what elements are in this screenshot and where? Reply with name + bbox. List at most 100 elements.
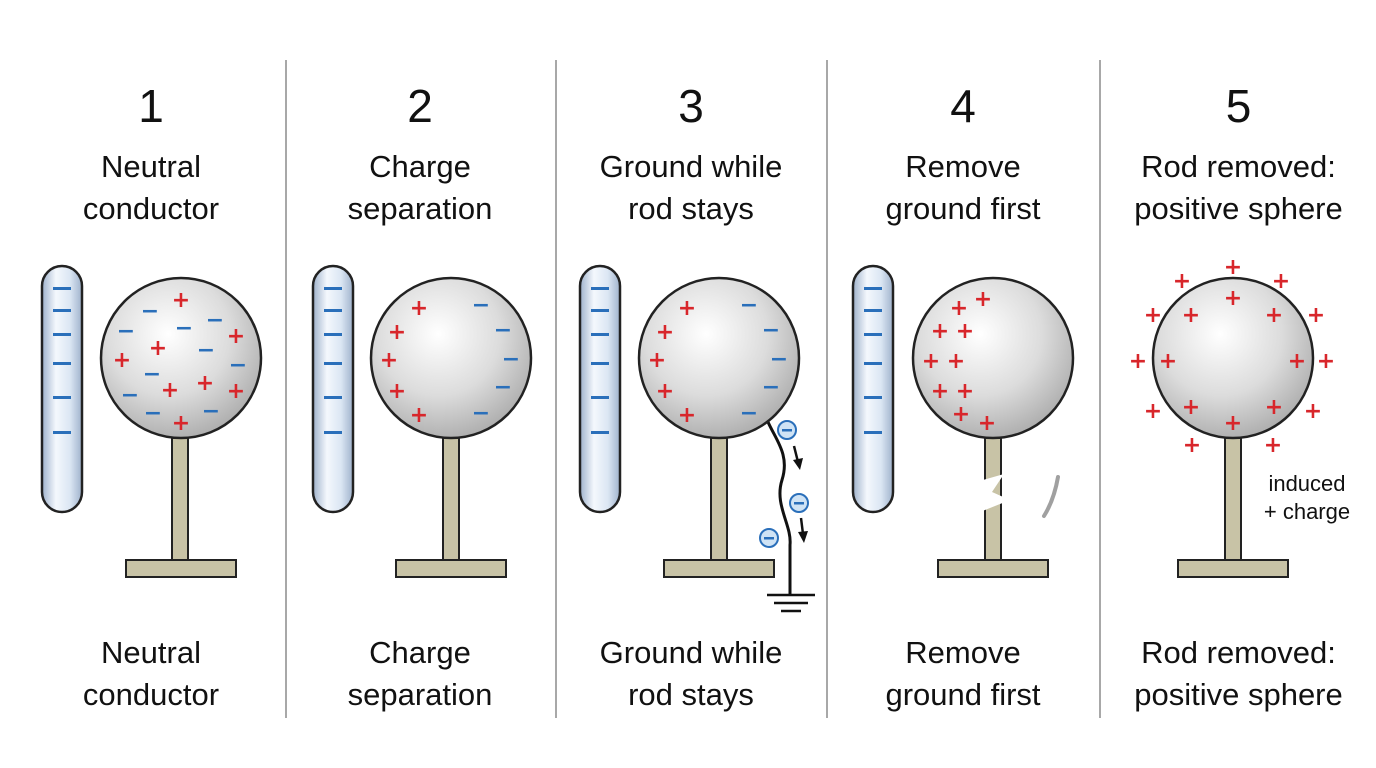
svg-text:−: − <box>117 319 135 344</box>
panel-divider <box>826 60 828 718</box>
panel-divider <box>1099 60 1101 718</box>
svg-text:−: − <box>494 318 512 343</box>
panel-divider <box>555 60 557 718</box>
svg-text:−: − <box>472 401 490 426</box>
svg-text:+: + <box>678 403 696 428</box>
svg-text:+: + <box>388 320 406 345</box>
step-number: 1 <box>138 80 164 132</box>
svg-text:+: + <box>656 379 674 404</box>
remaining-positive-charges: ++ ++ ++ ++ ++ <box>922 287 996 436</box>
surface-positive-charges: ++ ++ ++ ++ ++ ++ ++ ++ ++ + <box>1129 255 1335 458</box>
panel-divider <box>285 60 287 718</box>
svg-text:+: + <box>1317 349 1335 374</box>
svg-text:+: + <box>1173 269 1191 294</box>
step-caption: Ground while rod stays <box>599 635 783 712</box>
svg-text:+: + <box>1265 395 1283 420</box>
svg-text:+: + <box>410 296 428 321</box>
step-caption: Rod removed: positive sphere <box>1134 635 1343 712</box>
svg-text:+: + <box>1183 433 1201 458</box>
rod-panel-1 <box>40 264 84 514</box>
svg-text:+: + <box>227 379 245 404</box>
separated-charges: ++ ++ + −− −− − <box>380 293 520 428</box>
panel-3: 3 Ground while rod stays Ground while ro… <box>557 0 825 768</box>
svg-text:+: + <box>974 287 992 312</box>
svg-text:+: + <box>1159 349 1177 374</box>
charged-rod-icon <box>40 264 84 514</box>
svg-text:−: − <box>740 293 758 318</box>
svg-text:+: + <box>1288 349 1306 374</box>
svg-text:−: − <box>762 375 780 400</box>
svg-text:+: + <box>1307 303 1325 328</box>
svg-text:+: + <box>950 296 968 321</box>
stand-panel-3 <box>663 437 775 578</box>
svg-text:+: + <box>931 319 949 344</box>
panel-4: 4 Remove ground first Remove ground firs… <box>828 0 1098 768</box>
stand-panel-1 <box>125 437 237 578</box>
svg-text:+: + <box>1144 399 1162 424</box>
svg-text:−: − <box>229 353 247 378</box>
svg-text:−: − <box>144 401 162 426</box>
svg-text:−: − <box>202 399 220 424</box>
electron-icon <box>777 420 797 440</box>
induced-charge-label: induced + charge <box>1263 471 1351 524</box>
svg-text:−: − <box>502 347 520 372</box>
step-title: Charge separation <box>347 149 493 226</box>
svg-text:−: − <box>206 308 224 333</box>
svg-text:+: + <box>1224 286 1242 311</box>
svg-text:+: + <box>931 379 949 404</box>
svg-text:+: + <box>1272 269 1290 294</box>
step-number: 3 <box>678 80 704 132</box>
svg-text:+: + <box>922 349 940 374</box>
step-number: 2 <box>407 80 433 132</box>
svg-text:−: − <box>494 375 512 400</box>
svg-text:−: − <box>472 293 490 318</box>
svg-text:−: − <box>762 318 780 343</box>
svg-text:+: + <box>1224 411 1242 436</box>
down-arrow-icon <box>792 445 803 470</box>
svg-text:−: − <box>141 299 159 324</box>
svg-text:+: + <box>172 288 190 313</box>
svg-text:+: + <box>952 402 970 427</box>
step-caption: Neutral conductor <box>82 635 220 712</box>
ground-wire <box>766 421 792 594</box>
step-title: Remove ground first <box>885 149 1041 226</box>
svg-text:+: + <box>1264 433 1282 458</box>
metal-sphere-icon <box>637 276 801 440</box>
svg-text:+: + <box>388 379 406 404</box>
svg-text:+: + <box>161 378 179 403</box>
svg-text:+: + <box>648 348 666 373</box>
step-title: Neutral conductor <box>82 149 220 226</box>
metal-sphere-icon <box>1151 276 1315 440</box>
svg-text:+: + <box>956 379 974 404</box>
stand-panel-4 <box>937 437 1049 578</box>
svg-text:+: + <box>227 324 245 349</box>
svg-text:+: + <box>947 349 965 374</box>
broken-ground-gap <box>976 474 1010 512</box>
grounded-charges: ++ ++ + −− −− − <box>648 293 788 428</box>
stand-panel-2 <box>395 437 507 578</box>
step-number: 4 <box>950 80 976 132</box>
svg-text:−: − <box>770 347 788 372</box>
disconnected-wire <box>1042 475 1060 518</box>
svg-text:−: − <box>143 362 161 387</box>
panel-1: 1 Neutral conductor Neutral conductor <box>18 0 284 768</box>
step-number: 5 <box>1225 80 1252 132</box>
svg-text:+: + <box>410 403 428 428</box>
svg-text:+: + <box>1144 303 1162 328</box>
svg-text:+: + <box>149 336 167 361</box>
svg-text:+: + <box>1265 303 1283 328</box>
metal-sphere-icon <box>911 276 1075 440</box>
svg-text:+: + <box>656 320 674 345</box>
down-arrow-icon <box>798 517 808 543</box>
charged-rod-icon <box>851 264 895 514</box>
stand-panel-5 <box>1177 437 1289 578</box>
svg-text:+: + <box>1129 349 1147 374</box>
svg-text:+: + <box>196 371 214 396</box>
metal-sphere-icon <box>369 276 533 440</box>
svg-text:+: + <box>978 411 996 436</box>
metal-sphere-icon <box>99 276 263 440</box>
svg-text:+: + <box>172 411 190 436</box>
svg-text:−: − <box>175 316 193 341</box>
mixed-charges: ++ ++ ++ ++ −− −− −− −− −− <box>113 288 247 436</box>
